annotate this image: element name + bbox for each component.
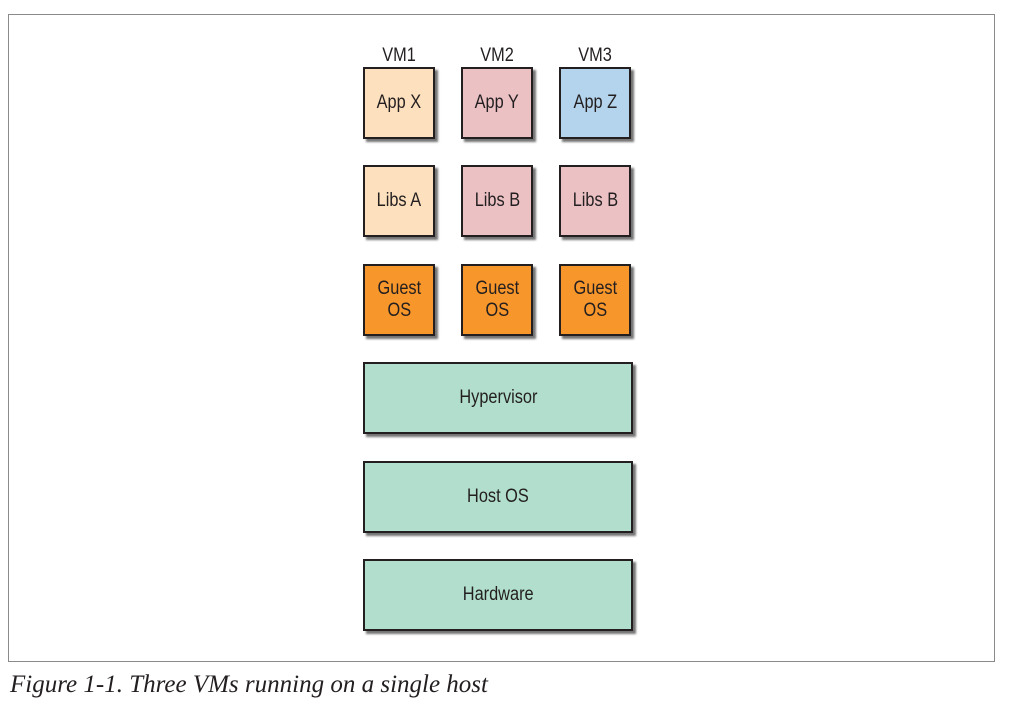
app-z-label: App Z (573, 92, 617, 113)
vm3-label: VM3 (578, 45, 612, 66)
guest-os-box-vm3: Guest OS (559, 264, 631, 336)
host-os-box: Host OS (363, 461, 633, 533)
vm1-label: VM1 (382, 45, 416, 66)
libs-b-label-vm3: Libs B (572, 190, 618, 211)
app-y-label: App Y (474, 92, 520, 113)
app-z-box: App Z (559, 67, 631, 139)
hardware-box: Hardware (363, 559, 633, 631)
app-x-label: App X (376, 92, 422, 113)
app-x-box: App X (363, 67, 435, 139)
libs-a-box: Libs A (363, 165, 435, 237)
libs-b-box-vm3: Libs B (559, 165, 631, 237)
guest-os-label-vm3: Guest OS (573, 278, 617, 321)
guest-os-label-vm1: Guest OS (377, 278, 421, 321)
hardware-label: Hardware (462, 584, 534, 605)
host-os-label: Host OS (467, 486, 529, 507)
guest-os-box-vm2: Guest OS (461, 264, 533, 336)
hypervisor-box: Hypervisor (363, 362, 633, 434)
hypervisor-label: Hypervisor (458, 387, 538, 408)
libs-b-box-vm2: Libs B (461, 165, 533, 237)
figure-caption: Figure 1-1. Three VMs running on a singl… (10, 671, 488, 698)
guest-os-box-vm1: Guest OS (363, 264, 435, 336)
vm2-label: VM2 (480, 45, 514, 66)
libs-a-label: Libs A (376, 190, 422, 211)
libs-b-label-vm2: Libs B (474, 190, 520, 211)
guest-os-label-vm2: Guest OS (475, 278, 519, 321)
app-y-box: App Y (461, 67, 533, 139)
